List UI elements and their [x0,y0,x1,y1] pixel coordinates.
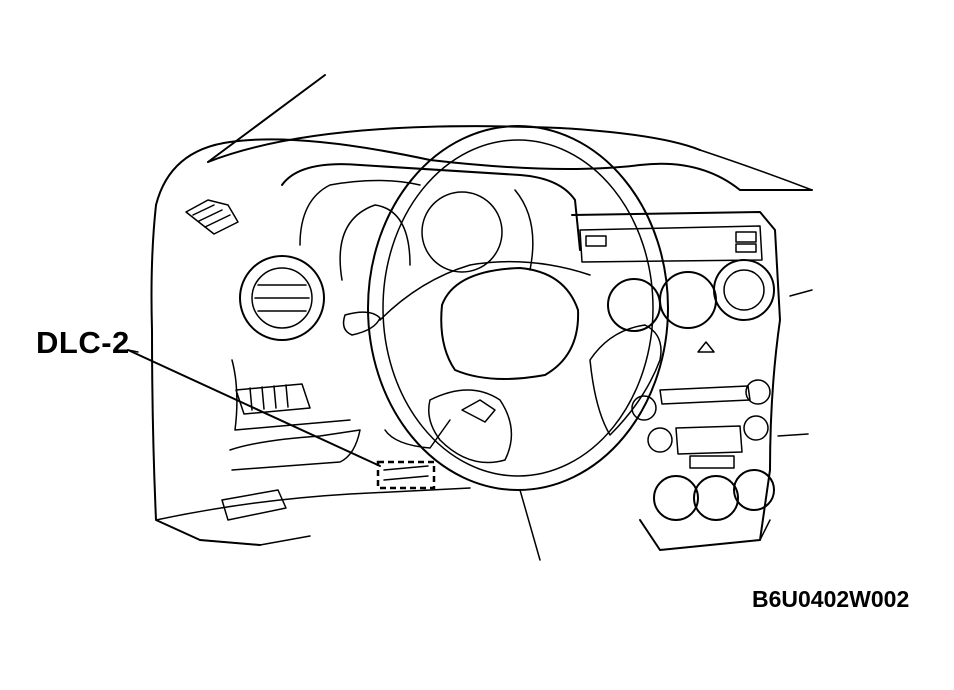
climate-display [675,425,743,455]
radio-display [579,225,763,263]
horn-icon [461,399,496,423]
radio-button-right [735,231,757,243]
lower-left-vent [235,383,311,415]
climate-knob-center [693,475,739,521]
steering-wheel-rim [367,125,669,491]
climate-buttons [689,455,735,469]
dlc-2-connector [376,460,436,490]
a-pillar-line [207,74,326,163]
gauge-center [421,191,503,273]
console-slot [659,385,751,405]
climate-knob-left [653,475,699,521]
callout-label-dlc-2: DLC-2 [36,325,130,360]
knee-panel [229,429,361,471]
lower-pocket [221,489,287,521]
callout-leader-line [127,349,381,467]
radio-button-left [585,235,607,247]
climate-knob-right [733,469,775,511]
steering-hub [440,267,580,380]
console-knob-upper-left [631,395,657,421]
center-vent-left [607,278,661,332]
windshield-edge-line [699,149,813,191]
lower-left-panel [231,359,351,431]
dashboard-left-edge [150,204,261,546]
center-console-outline [571,211,781,551]
console-knob-upper-right [745,379,771,405]
figure-reference-code: B6U0402W002 [752,586,910,612]
steering-column [384,419,451,449]
left-round-vent [239,255,325,341]
dashboard-lower-edge [155,487,471,521]
corner-vent [185,199,239,235]
steering-spoke-left [428,389,513,464]
gauge-right [514,189,534,271]
right-dash-line [789,289,813,297]
gauge-left [339,204,411,281]
hazard-icon [697,341,715,353]
wiper-stalk [342,311,381,336]
windshield-top-line [207,125,701,163]
right-round-vent [713,259,775,321]
steering-spoke-top [379,260,591,321]
